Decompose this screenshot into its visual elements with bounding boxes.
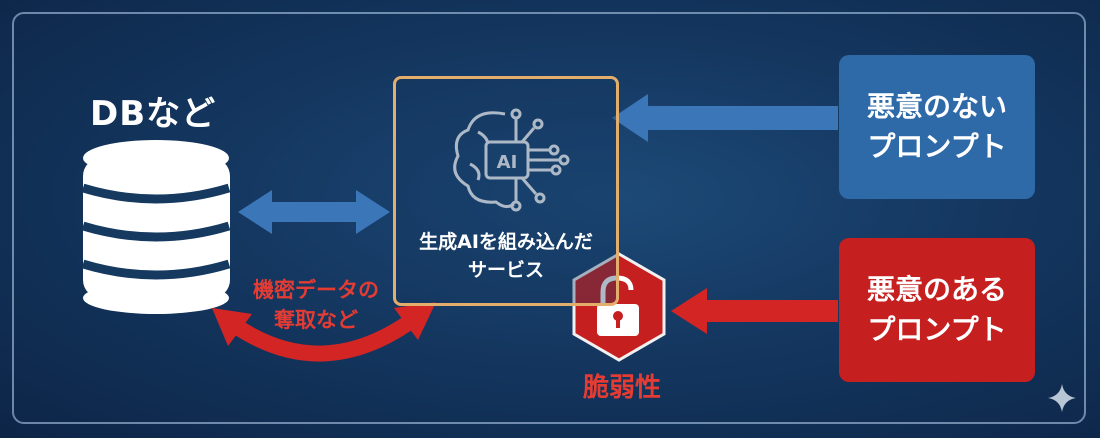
- ai-service-label-line1: 生成AIを組み込んだ: [419, 231, 593, 253]
- database-title: DBなど: [90, 94, 217, 134]
- database-icon: [81, 140, 231, 314]
- benign-prompt-line1: 悪意のない: [866, 90, 1007, 123]
- ai-service-box: [393, 76, 619, 306]
- malicious-prompt-arrow: [671, 288, 838, 334]
- vulnerability-label: 脆弱性: [582, 373, 661, 403]
- unlocked-padlock-icon: [597, 275, 639, 336]
- ai-badge-text: AI: [497, 152, 518, 173]
- benign-prompt-line2: プロンプト: [867, 130, 1007, 163]
- malicious-prompt-line2: プロンプト: [867, 313, 1007, 346]
- data-theft-label: 機密データの 奪取など: [236, 275, 396, 335]
- db-service-double-arrow: [238, 190, 390, 234]
- data-theft-line1: 機密データの: [253, 278, 379, 302]
- ai-service-label-line2: サービス: [467, 259, 544, 281]
- data-theft-curved-arrow: [212, 302, 436, 362]
- malicious-prompt-line1: 悪意のある: [866, 273, 1007, 306]
- ai-service-label: 生成AIを組み込んだ サービス: [395, 228, 617, 284]
- sparkle-icon: [1048, 384, 1076, 412]
- diagram-frame: [12, 12, 1086, 424]
- malicious-prompt-box: 悪意のある プロンプト: [839, 238, 1035, 382]
- benign-prompt-box: 悪意のない プロンプト: [839, 55, 1035, 199]
- benign-prompt-arrow: [612, 94, 838, 142]
- ai-brain-icon: [453, 108, 570, 212]
- data-theft-line2: 奪取など: [274, 308, 358, 332]
